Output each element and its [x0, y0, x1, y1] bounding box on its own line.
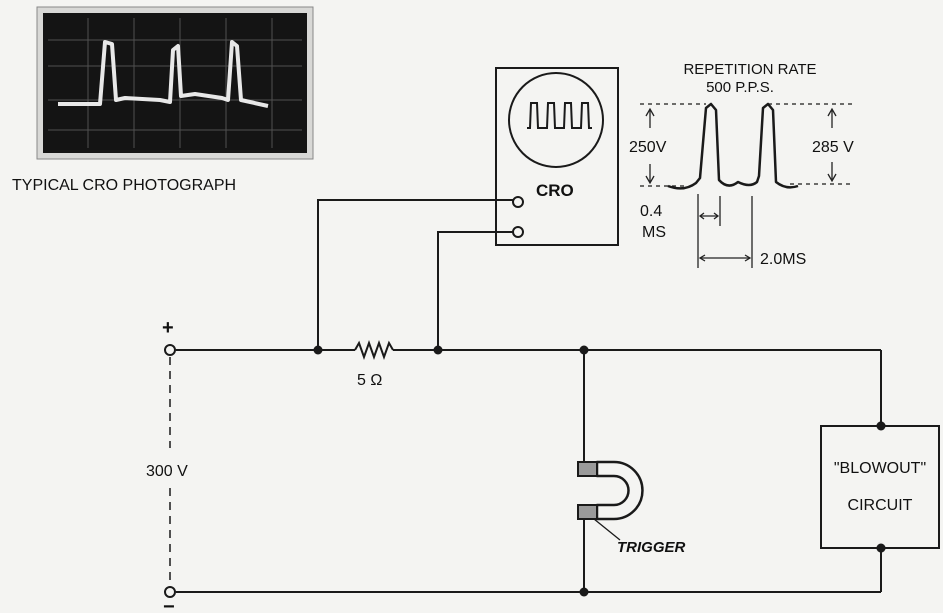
repetition-title: REPETITION RATE: [683, 61, 816, 78]
blowout-node-top: [876, 421, 886, 431]
waveform-annotation: REPETITION RATE 500 P.P.S. 250V 285 V 0.…: [629, 61, 854, 268]
cro-terminal-bottom: [512, 226, 524, 238]
blowout-node-bottom: [876, 543, 886, 553]
period-arrow-right: [744, 254, 752, 262]
blowout-label-line1: "BLOWOUT": [834, 460, 926, 477]
trigger-electrode: TRIGGER: [577, 460, 686, 556]
left-dim-arrow-down: [645, 175, 655, 185]
junction-node: [313, 345, 323, 355]
cro-terminal-top: [512, 196, 524, 208]
trigger-leader-line: [593, 518, 621, 541]
negative-terminal: [164, 586, 176, 598]
negative-sign: −: [163, 596, 175, 613]
junction-node: [579, 587, 589, 597]
resistor-label: 5 Ω: [357, 372, 382, 389]
positive-terminal: [164, 344, 176, 356]
cro-screen-trace: [527, 102, 592, 129]
probe-lead-top: [317, 199, 513, 350]
cro-box: [495, 67, 619, 246]
photo-caption: TYPICAL CRO PHOTOGRAPH: [12, 177, 236, 194]
cro-label: CRO: [536, 181, 574, 200]
cro-instrument: CRO: [495, 67, 619, 246]
left-amplitude-label: 250V: [629, 139, 667, 156]
trigger-horseshoe: [595, 460, 644, 521]
cro-photograph: TYPICAL CRO PHOTOGRAPH: [12, 6, 314, 194]
pulse-width-value: 0.4: [640, 203, 662, 220]
period-arrow-left: [698, 254, 706, 262]
probe-lead-bottom: [437, 231, 513, 350]
photo-trace: [58, 40, 269, 108]
period-label: 2.0MS: [760, 251, 806, 268]
pulse-width-arrow-right: [713, 212, 720, 220]
trigger-electrode-top: [577, 461, 598, 477]
photo-screen: [43, 13, 307, 153]
right-dim-arrow-up: [827, 107, 837, 117]
right-amplitude-label: 285 V: [812, 139, 854, 156]
resistor-5-ohm: [354, 340, 394, 360]
cro-screen: [508, 72, 604, 168]
waveform-trace: [667, 102, 799, 190]
pulse-width-arrow-left: [698, 212, 705, 220]
supply-voltage-label: 300 V: [146, 463, 188, 480]
blowout-circuit-box: [820, 425, 940, 549]
circuit: + − 300 V 5 Ω TRIGGER "BLOWOUT" CIRCUIT: [146, 199, 940, 613]
positive-sign: +: [162, 317, 174, 339]
blowout-label-line2: CIRCUIT: [848, 497, 913, 514]
junction-node: [433, 345, 443, 355]
repetition-value: 500 P.P.S.: [706, 79, 774, 96]
pulse-width-unit: MS: [642, 224, 666, 241]
photo-graticule: [48, 18, 302, 148]
junction-node: [579, 345, 589, 355]
trigger-label: TRIGGER: [617, 539, 686, 556]
trigger-electrode-bottom: [577, 504, 598, 520]
right-dim-arrow-down: [827, 173, 837, 183]
left-dim-arrow-up: [645, 107, 655, 117]
